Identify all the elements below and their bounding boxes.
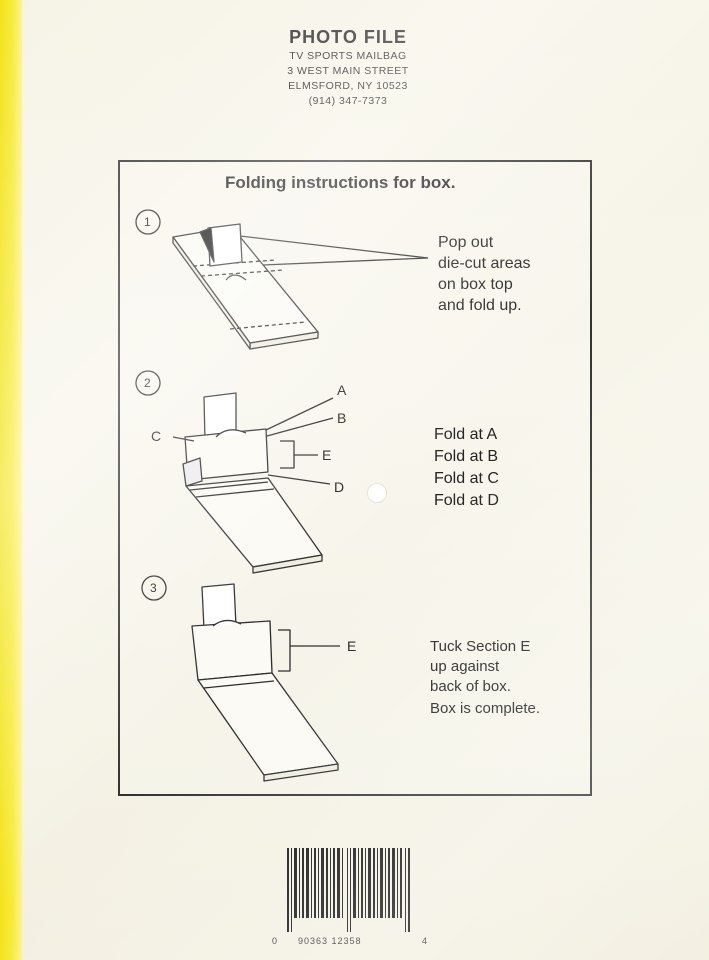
fold-at-b: Fold at B [434,448,499,465]
brand-title: PHOTO FILE [289,27,407,47]
step-1-circle [135,209,161,235]
step-3-text-line-3: back of box. [430,678,511,695]
step-2-number: 2 [144,376,151,390]
step-3-text-line-2: up against [430,658,500,675]
step-1-text-line-2: die-cut areas [438,255,531,272]
barcode-left-digit: 0 [272,936,279,946]
step-3-number: 3 [150,581,157,595]
barcode-bars [287,848,410,932]
address-line-1: TV SPORTS MAILBAG [289,50,407,62]
step-1-text-line-1: Pop out [438,234,494,251]
step-3-box-drawing [191,583,340,782]
step-1-tray-drawing [172,223,429,350]
section-label-e-step-3: E [347,638,357,654]
barcode-number: 90363 12358 [298,936,362,946]
step-3-circle [141,575,167,601]
fold-at-d: Fold at D [434,492,499,509]
step-2-fold-drawing [172,392,334,574]
section-label-e: E [322,447,332,463]
instructions-title: Folding instructions for box. [225,173,456,192]
fold-at-c: Fold at C [434,470,499,487]
fold-label-a: A [337,382,347,398]
step-1-text-line-3: on box top [438,276,513,293]
step-1-text-line-4: and fold up. [438,297,522,314]
fold-label-b: B [337,410,347,426]
fold-label-d: D [334,479,345,495]
barcode-right-digit: 4 [422,936,429,946]
phone-number: (914) 347-7373 [308,95,388,107]
address-line-2: 3 WEST MAIN STREET [287,65,409,77]
fold-label-c: C [151,428,162,444]
step-1-number: 1 [144,215,151,229]
fold-at-a: Fold at A [434,426,498,443]
step-2-circle [135,370,161,396]
box-complete-text: Box is complete. [430,700,541,717]
punch-hole [367,483,387,503]
step-3-text-line-1: Tuck Section E [430,638,531,655]
address-line-3: ELMSFORD, NY 10523 [288,80,408,92]
